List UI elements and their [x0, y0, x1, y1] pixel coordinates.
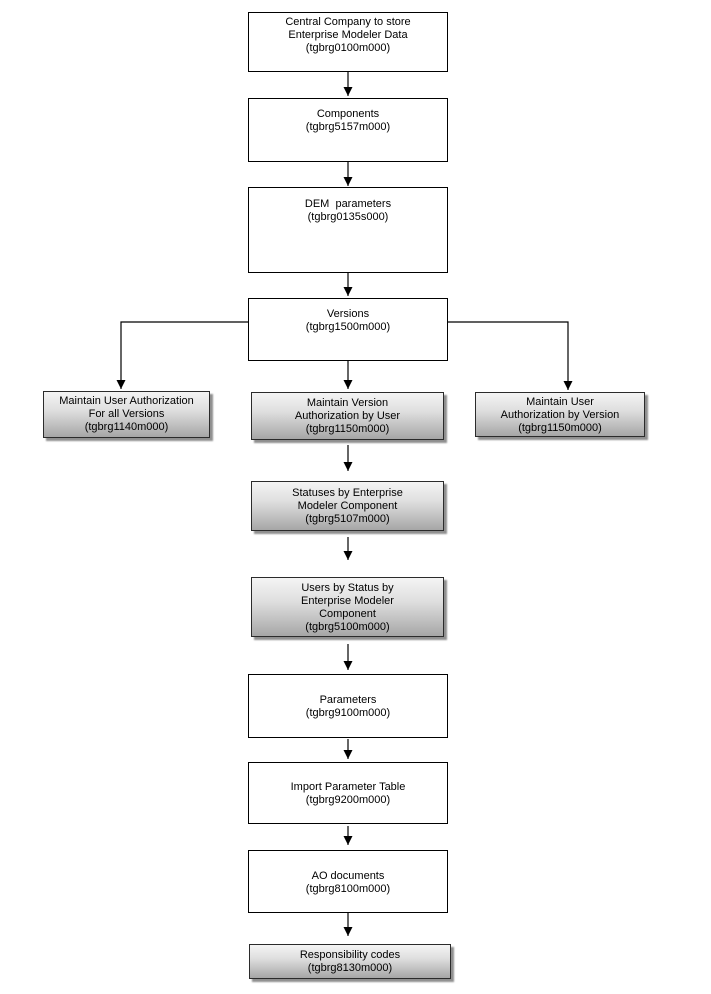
node-code: (tgbrg8100m000): [305, 883, 391, 895]
node-line: Enterprise Modeler: [301, 595, 394, 607]
node-code: (tgbrg1500m000): [305, 321, 391, 333]
node-line: Versions: [326, 308, 370, 320]
arrow-versions-to-user-auth-by-version: [448, 321, 573, 390]
arrow-versions-to-user-auth-all-versions: [116, 321, 248, 389]
node-versions: Versions (tgbrg1500m000): [248, 298, 448, 361]
node-statuses-by-enterprise-modeler-component: Statuses by Enterprise Modeler Component…: [251, 481, 444, 531]
node-line: Enterprise Modeler Data: [288, 29, 408, 41]
node-components: Components (tgbrg5157m000): [248, 98, 448, 162]
node-code: (tgbrg9100m000): [305, 707, 391, 719]
node-responsibility-codes: Responsibility codes (tgbrg8130m000): [249, 944, 451, 979]
node-central-company: Central Company to store Enterprise Mode…: [248, 12, 448, 72]
node-parameters: Parameters (tgbrg9100m000): [248, 674, 448, 738]
node-code: (tgbrg1150m000): [518, 422, 602, 434]
node-line: Maintain User Authorization: [59, 395, 194, 407]
node-line: Maintain User: [526, 396, 594, 408]
node-line: Component: [319, 608, 376, 620]
node-line: Central Company to store: [285, 16, 411, 28]
node-code: (tgbrg8130m000): [307, 962, 393, 974]
node-code: (tgbrg1150m000): [305, 423, 390, 435]
node-line: Modeler Component: [297, 500, 398, 512]
node-code: (tgbrg5100m000): [305, 621, 390, 633]
node-code: (tgbrg5107m000): [305, 513, 390, 525]
node-line: Statuses by Enterprise: [292, 487, 403, 499]
node-code: (tgbrg9200m000): [305, 794, 391, 806]
node-line: Parameters: [319, 694, 377, 706]
node-code: (tgbrg5157m000): [305, 121, 391, 133]
node-line: Responsibility codes: [299, 949, 401, 961]
node-dem-parameters: DEM parameters (tgbrg0135s000): [248, 187, 448, 273]
node-users-by-status-by-enterprise-modeler-component: Users by Status by Enterprise Modeler Co…: [251, 577, 444, 637]
node-line: AO documents: [311, 870, 385, 882]
node-line: Import Parameter Table: [290, 781, 406, 793]
node-import-parameter-table: Import Parameter Table (tgbrg9200m000): [248, 762, 448, 824]
node-maintain-user-authorization-by-version: Maintain User Authorization by Version (…: [475, 392, 645, 437]
node-line: Users by Status by: [301, 582, 394, 594]
node-code: (tgbrg0100m000): [305, 42, 391, 54]
node-line: Components: [316, 108, 380, 120]
node-line: Authorization by User: [294, 410, 401, 422]
node-line: Authorization by Version: [500, 409, 620, 421]
node-line: Maintain Version: [306, 397, 389, 409]
node-code: (tgbrg1140m000): [84, 421, 169, 433]
node-code: (tgbrg0135s000): [307, 211, 389, 223]
node-line: For all Versions: [88, 408, 165, 420]
node-maintain-user-authorization-for-all-versions: Maintain User Authorization For all Vers…: [43, 391, 210, 438]
node-maintain-version-authorization-by-user: Maintain Version Authorization by User (…: [251, 392, 444, 440]
node-ao-documents: AO documents (tgbrg8100m000): [248, 850, 448, 913]
node-line: DEM parameters: [304, 198, 392, 210]
